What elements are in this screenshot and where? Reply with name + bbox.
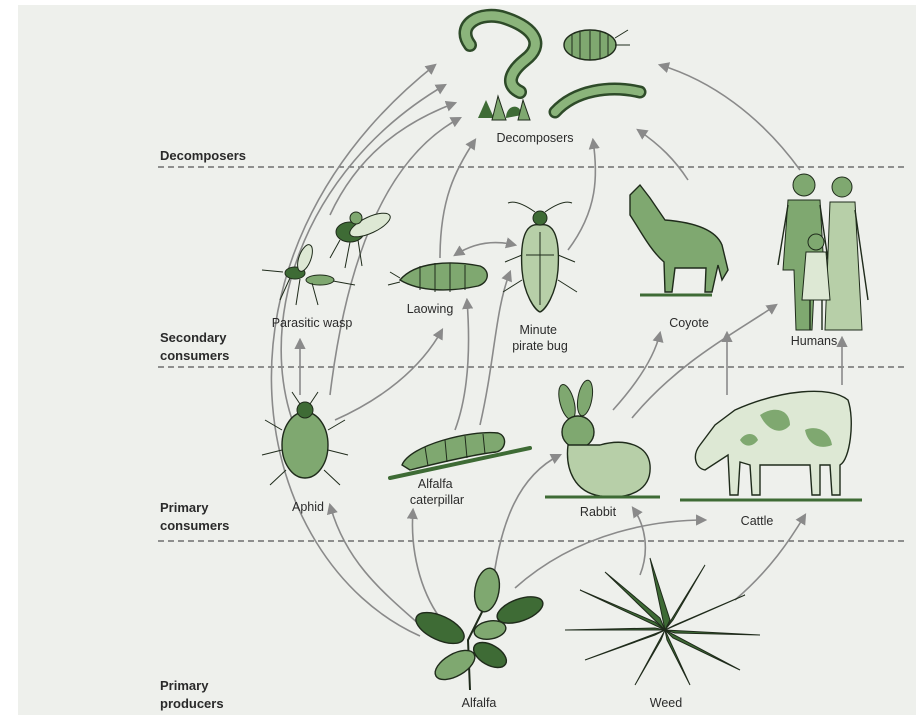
cattle-illustration: Cattle — [680, 391, 862, 528]
fly-icon — [330, 208, 393, 268]
arrow-aphid-to-laowing — [335, 330, 442, 420]
coyote-illustration: Coyote — [630, 185, 728, 330]
alfalfa-caterpillar-label: Alfalfa caterpillar — [410, 477, 464, 507]
laowing-label: Laowing — [407, 302, 454, 316]
aphid-illustration: Aphid — [262, 392, 348, 514]
laowing-icon — [400, 263, 487, 290]
weed-illustration: Weed — [565, 558, 760, 710]
coyote-label: Coyote — [669, 316, 709, 330]
alfalfa-caterpillar-illustration: Alfalfa caterpillar — [390, 433, 530, 507]
arrow-alfalfa-to-cattle — [515, 520, 705, 588]
aphid-label: Aphid — [292, 500, 324, 514]
coyote-icon — [630, 185, 728, 292]
arrow-coyote-to-decomposers — [638, 130, 688, 180]
minute-pirate-bug-illustration: Minute pirate bug — [503, 202, 577, 353]
weed-label: Weed — [650, 696, 682, 710]
rabbit-label: Rabbit — [580, 505, 617, 519]
minute-pirate-bug-label: Minute pirate bug — [512, 323, 568, 353]
arrow-alfalfa-to-caterpillar — [412, 510, 440, 618]
decomposers-illustration: Decomposers — [465, 16, 640, 145]
laowing-illustration: Laowing — [388, 263, 487, 316]
parasitic-wasp-illustration: Parasitic wasp — [262, 208, 393, 330]
alfalfa-illustration: Alfalfa — [411, 566, 546, 710]
arrow-alfalfa-to-decomposers — [271, 65, 435, 636]
humans-illustration: Humans — [778, 174, 868, 348]
arrow-alfalfa-to-aphid — [330, 505, 420, 625]
rabbit-illustration: Rabbit — [545, 379, 660, 519]
arrow-bug-to-decomposers — [568, 140, 595, 250]
arrow-alfalfa-to-rabbit — [492, 455, 560, 590]
cattle-label: Cattle — [741, 514, 774, 528]
alfalfa-leaf-icon — [471, 566, 502, 613]
woman-icon — [825, 177, 868, 330]
humans-label: Humans — [791, 334, 838, 348]
parasitic-wasp-label: Parasitic wasp — [272, 316, 353, 330]
arrow-laowing-to-decomposers — [440, 140, 475, 258]
wasp-icon — [262, 243, 355, 305]
weed-leaf-icon — [565, 558, 760, 685]
arrow-laowing-bug — [455, 242, 515, 255]
fungi-icon — [478, 96, 530, 120]
arrow-caterpillar-to-laowing — [455, 300, 469, 430]
decomposers-label: Decomposers — [496, 131, 573, 145]
arrow-rabbit-to-coyote — [613, 333, 660, 410]
rabbit-icon — [562, 416, 594, 448]
arrow-wasp-to-decomposers — [330, 103, 455, 215]
zone-label-primary-producers: Primary producers — [160, 678, 224, 711]
alfalfa-label: Alfalfa — [462, 696, 497, 710]
aphid-icon — [282, 412, 328, 478]
zone-label-primary-consumers: Primary consumers — [160, 500, 229, 533]
zone-label-decomposers: Decomposers — [160, 148, 246, 163]
arrow-caterpillar-to-bug — [480, 272, 510, 425]
arrow-humans-to-decomposers — [660, 65, 800, 170]
zone-label-secondary-consumers: Secondary consumers — [160, 330, 230, 363]
